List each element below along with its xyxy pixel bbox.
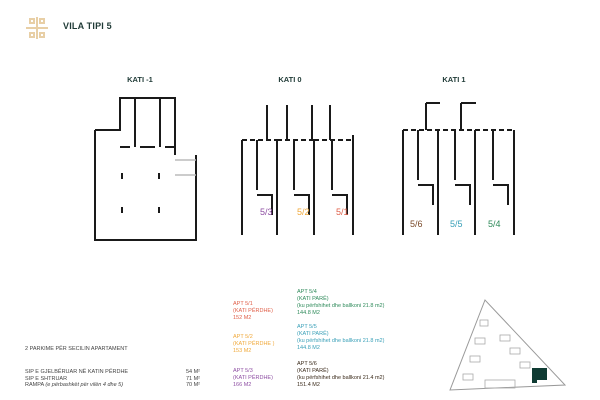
area-row-ramp: RAMPA (e përbashkët për vilën 4 dhe 5)70… — [25, 382, 200, 388]
floor-label-ground: KATI 0 — [278, 75, 302, 84]
unit-5-3-label: 5/3 — [260, 207, 273, 217]
ornamental-cross-logo-icon — [26, 17, 48, 39]
highlighted-villa-icon — [532, 368, 547, 383]
apt-5-5-info: APT 5/5(KATI PARË)(ku përfshihet dhe bal… — [297, 324, 385, 351]
unit-5-4-label: 5/4 — [488, 219, 501, 229]
page-title: VILA TIPI 5 — [63, 21, 112, 31]
apt-5-2-info: APT 5/2(KATI PËRDHE )153 M2 — [233, 334, 275, 354]
parking-note: 2 PARKIME PËR SECILIN APARTAMENT — [25, 346, 128, 352]
unit-5-2-label: 5/2 — [297, 207, 310, 217]
site-plan — [449, 299, 567, 391]
floor-label-first: KATI 1 — [442, 75, 466, 84]
unit-5-5-label: 5/5 — [450, 219, 463, 229]
unit-5-6-label: 5/6 — [410, 219, 423, 229]
apt-5-3-info: APT 5/3(KATI PËRDHE)166 M2 — [233, 368, 273, 388]
ground-floor-plan: 5/3 5/2 5/1 — [237, 95, 357, 240]
apt-5-1-info: APT 5/1(KATI PËRDHE)152 M2 — [233, 301, 273, 321]
basement-floor-plan — [80, 95, 200, 245]
unit-5-1-label: 5/1 — [336, 207, 349, 217]
apt-5-6-info: APT 5/6(KATI PARË)(ku përfshihet dhe bal… — [297, 361, 385, 388]
first-floor-plan: 5/6 5/5 5/4 — [398, 95, 518, 240]
apt-5-4-info: APT 5/4(KATI PARË)(ku përfshihet dhe bal… — [297, 289, 385, 316]
floor-label-basement: KATI -1 — [127, 75, 153, 84]
